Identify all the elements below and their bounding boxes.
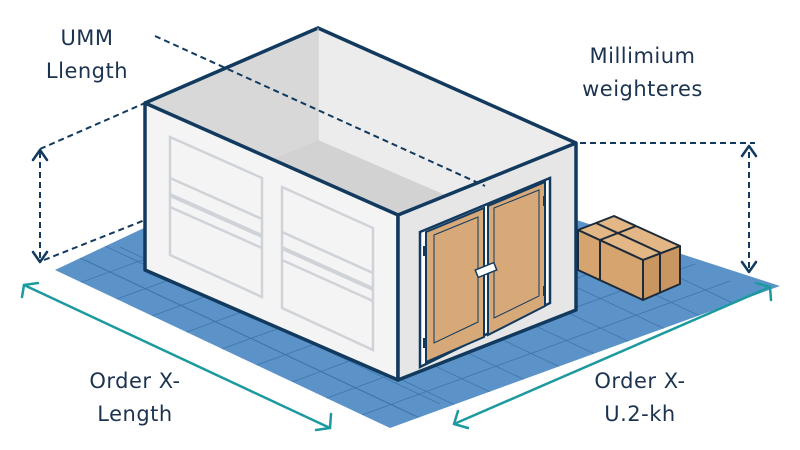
label-top-right: Millimium weighteres xyxy=(555,40,730,106)
label-top-right-line1: Millimium xyxy=(589,44,696,68)
teal-dimension-arrows xyxy=(20,281,773,432)
label-bottom-left-line2: Length xyxy=(97,402,173,426)
label-bottom-left: Order X- Length xyxy=(70,365,200,431)
dimension-lines xyxy=(39,35,755,268)
front-panels xyxy=(168,135,375,352)
label-top-right-line2: weighteres xyxy=(582,77,703,101)
label-bottom-right-line1: Order X- xyxy=(594,369,686,393)
double-doors xyxy=(418,176,552,370)
label-top-left-line1: UMM xyxy=(60,26,114,50)
label-bottom-right: Order X- U.2-kh xyxy=(575,365,705,431)
label-top-left: UMM Llength xyxy=(22,22,152,88)
label-top-left-line2: Llength xyxy=(45,59,129,83)
label-bottom-right-line2: U.2-kh xyxy=(604,402,676,426)
cardboard-boxes xyxy=(577,215,681,301)
arrow-heads xyxy=(31,144,758,274)
label-bottom-left-line1: Order X- xyxy=(89,369,181,393)
